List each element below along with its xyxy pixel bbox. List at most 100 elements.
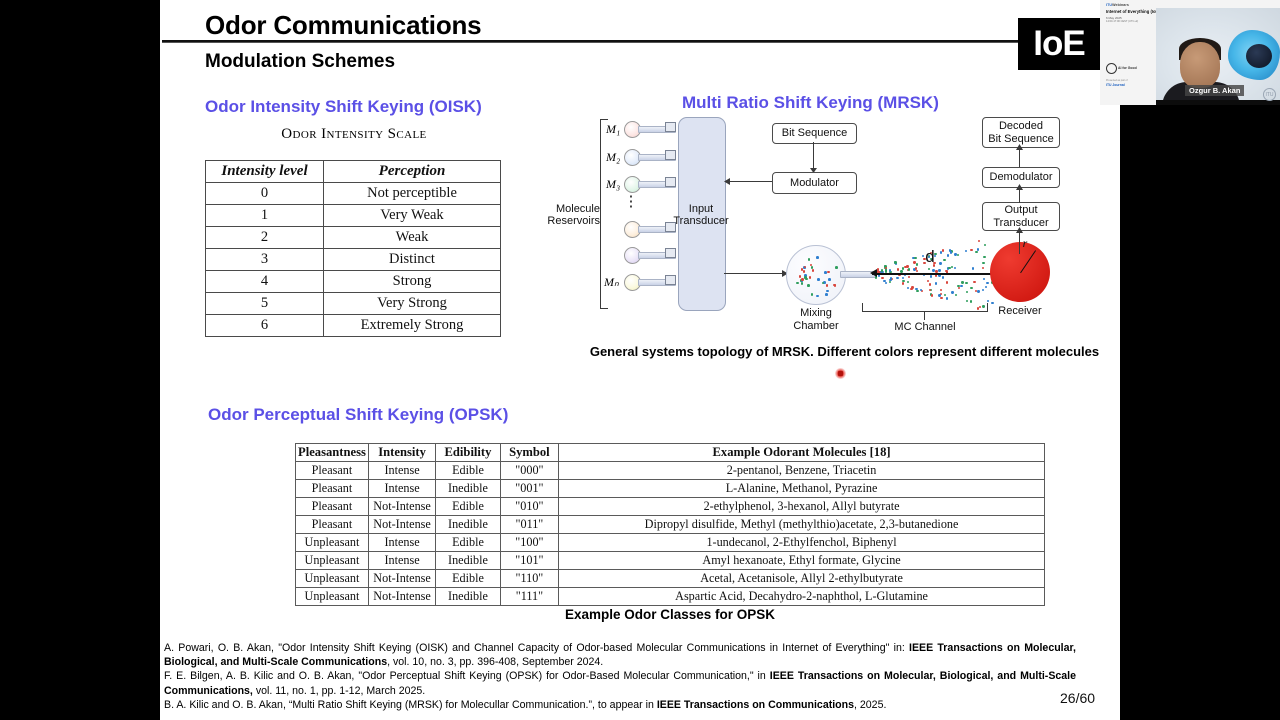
molecule-dot [920,288,923,292]
input-transducer-label-line2: Transducer [673,215,729,227]
opsk-cell: 1-undecanol, 2-Ethylfenchol, Biphenyl [558,533,1045,552]
opsk-cell: Pleasant [295,497,369,516]
laser-pointer-cursor [835,368,846,379]
molecule-dot [960,284,963,288]
molecule-dot [913,268,916,271]
demod-to-decoded-arrow [1016,144,1023,150]
page-subtitle: Modulation Schemes [205,51,396,72]
opsk-cell: "000" [499,461,560,480]
molecule-dot [801,278,804,282]
output-to-demod-arrow [1016,184,1023,190]
output-transducer-label-line2: Transducer [993,216,1049,229]
reservoir-valve-5 [665,248,676,258]
opsk-cell: Edible [435,497,501,516]
receiver-label: Receiver [998,305,1042,317]
reference-line: A. Powari, O. B. Akan, "Odor Intensity S… [164,641,1076,669]
molecule-dot [798,274,802,278]
molecule-dot [956,253,959,257]
reference-details: , vol. 10, no. 3, pp. 396-408, September… [387,656,604,669]
molecule-dot [932,264,936,267]
molecule-dot [894,261,897,264]
oisk-cell: Not perceptible [323,182,501,205]
molecule-dot [811,268,815,272]
journal-brand: ITU Journal [1106,83,1125,87]
molecule-label-m2: M₂ [606,150,621,164]
molecule-dot [920,289,924,293]
molecule-dot [808,276,812,279]
molecule-dot [948,266,951,270]
oisk-cell: Distinct [323,248,501,271]
molecule-dot [977,240,981,243]
opsk-cell: Dipropyl disulfide, Methyl (methylthio)a… [558,515,1045,534]
oisk-table-caption: Odor Intensity Scale [281,126,427,142]
reservoir-bracket-stem [600,119,602,309]
molecule-dot [964,249,968,253]
oisk-cell: Extremely Strong [323,314,501,337]
output-transducer-label-line1: Output [1004,204,1038,216]
molecule-dot [898,273,901,277]
opsk-header-cell: Symbol [499,443,560,462]
oisk-header-cell: Perception [323,160,501,183]
opsk-cell: 2-pentanol, Benzene, Triacetin [558,461,1045,480]
transducer-to-chamber-line [724,273,784,275]
molecule-dot [927,267,930,271]
opsk-cell: Unpleasant [295,551,369,570]
molecule-dot [949,251,952,254]
molecule-dot [986,281,989,285]
section-heading-oisk: Odor Intensity Shift Keying (OISK) [205,97,482,116]
molecule-dot [884,270,888,273]
opsk-cell: "100" [499,533,560,552]
speaker-head [1180,42,1220,88]
opsk-cell: "110" [499,569,560,588]
molecule-dot [945,281,948,284]
mc-channel-label: MC Channel [894,321,956,333]
reservoir-label-line1: Molecule [555,203,600,215]
page-number: 26/60 [1060,690,1096,706]
reservoir-bracket-top [600,119,608,121]
opsk-cell: Edible [435,569,501,588]
molecule-dot [983,277,986,281]
opsk-cell: Not-Intense [367,515,437,534]
demod-to-decoded-line [1019,146,1021,167]
molecule-dot [939,251,943,254]
molecule-dot [951,291,954,294]
molecule-dot [800,279,804,283]
molecule-dot [881,276,884,280]
molecule-dot [803,265,807,269]
reference-text: A. Powari, O. B. Akan, "Odor Intensity S… [164,642,910,654]
molecule-dot [880,270,883,274]
reservoir-valve-n [665,275,676,285]
molecule-dot [923,257,926,260]
molecule-dot [878,271,881,274]
molecule-dot [827,270,830,274]
receiver-to-output-line [1019,229,1021,254]
molecule-dot [965,281,968,285]
molecule-dot [945,269,948,273]
molecule-dot [883,279,886,282]
molecule-dot [943,294,946,297]
decoded-label-line2: Bit Sequence [988,132,1054,145]
presenter-video-panel[interactable]: ITUWebinars Internet of Everything (IoE)… [1100,0,1280,105]
molecule-dot [932,269,935,272]
molecule-dot [929,283,932,286]
oisk-header-cell: Intensity level [205,160,324,183]
molecule-dot [965,299,969,303]
opsk-cell: Intense [367,551,437,570]
molecule-dot [935,270,938,273]
molecule-dot [984,286,987,289]
molecule-dot [826,289,829,293]
molecule-dot [926,280,930,283]
page-title: Odor Communications [205,10,482,40]
opsk-cell: Inedible [435,587,501,606]
molecule-dot [880,269,884,272]
molecule-dot [915,288,918,291]
molecule-dot [938,269,941,272]
opsk-cell: Unpleasant [295,533,369,552]
